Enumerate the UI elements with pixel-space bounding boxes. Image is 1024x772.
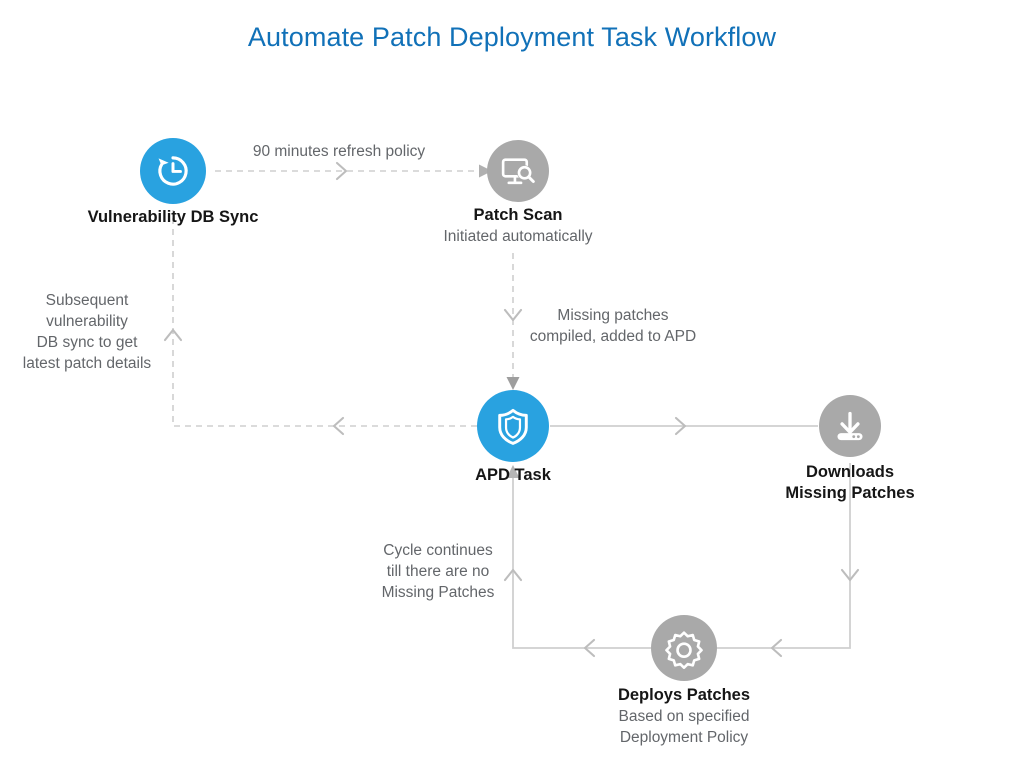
edge-sync-to-scan bbox=[215, 161, 492, 181]
edge-deploys-to-apd bbox=[503, 465, 651, 658]
page-title: Automate Patch Deployment Task Workflow bbox=[247, 22, 777, 52]
gear-icon bbox=[651, 615, 717, 681]
node-label-missing-patches: Missing Patches bbox=[785, 484, 915, 502]
node-sublabel-patch-scan: Initiated automatically bbox=[443, 228, 593, 245]
download-tray-icon bbox=[819, 395, 881, 457]
edge-label-deploys-to-apd: Cycle continues till there are no Missin… bbox=[381, 542, 495, 601]
monitor-search-icon bbox=[487, 140, 549, 202]
node-sublabel-deploys-patches-2: Deployment Policy bbox=[619, 729, 749, 746]
edge-scan-to-apd bbox=[503, 253, 523, 390]
clock-history-icon bbox=[140, 138, 206, 204]
node-label-deploys-patches: Deploys Patches bbox=[617, 686, 751, 704]
edge-label-sync-to-scan: 90 minutes refresh policy bbox=[252, 143, 426, 160]
edge-label-apd-to-sync: Subsequent vulnerability DB sync to get … bbox=[22, 292, 152, 372]
shield-icon bbox=[477, 390, 549, 462]
edge-label-scan-to-apd: Missing patches compiled, added to APD bbox=[529, 307, 697, 345]
edge-apd-to-sync bbox=[163, 210, 477, 436]
node-label-downloads: Downloads bbox=[805, 463, 895, 481]
node-label-apd-task: APD Task bbox=[475, 466, 551, 484]
edge-apd-to-downloads bbox=[550, 416, 818, 436]
node-label-vulnerability-db-sync: Vulnerability DB Sync bbox=[87, 208, 259, 226]
node-label-patch-scan: Patch Scan bbox=[473, 206, 563, 224]
node-sublabel-deploys-patches-1: Based on specified bbox=[618, 708, 750, 725]
